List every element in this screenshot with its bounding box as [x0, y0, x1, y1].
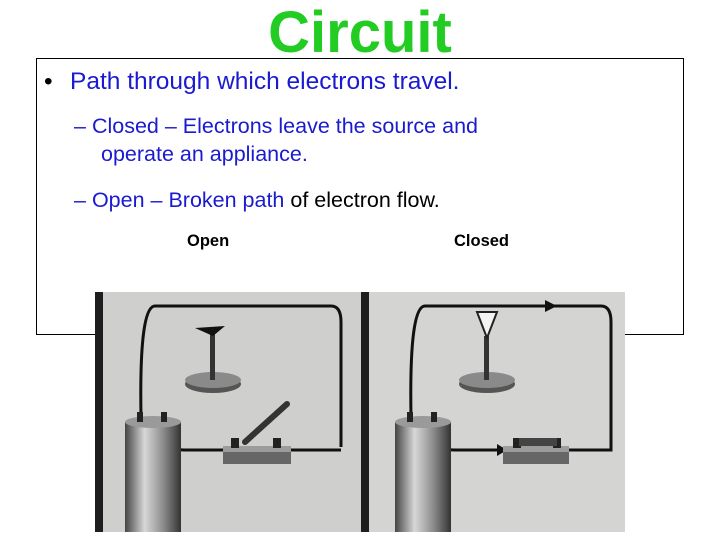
content-box	[36, 58, 684, 335]
sub-bullet-open: – Open – Broken path of electron flow.	[74, 186, 440, 214]
lamp-bulb-icon	[185, 326, 241, 393]
slide-title: Circuit	[268, 0, 452, 65]
open-desc-blue: Broken path	[168, 188, 285, 212]
battery-icon	[395, 412, 451, 532]
open-circuit	[125, 304, 343, 532]
flow-arrow-icon	[497, 444, 507, 456]
term-open: Open	[91, 188, 145, 212]
sub-bullet-closed: – Closed – Electrons leave the source an…	[74, 112, 674, 168]
lamp-bulb-icon	[459, 311, 515, 393]
bullet-dot-icon: •	[44, 68, 53, 95]
flow-arrow-icon	[545, 300, 557, 312]
closed-desc-b: operate an appliance.	[101, 142, 308, 166]
sub-sep: –	[158, 114, 183, 138]
sub-dash: –	[74, 188, 92, 212]
term-closed: Closed	[91, 114, 159, 138]
sub-dash: –	[74, 114, 92, 138]
label-closed: Closed	[454, 232, 510, 250]
knife-switch-icon	[503, 438, 569, 464]
bullet-text: Path through which electrons travel.	[70, 68, 460, 95]
sub-sep: –	[144, 188, 169, 212]
main-bullet: • Path through which electrons travel.	[44, 66, 460, 98]
label-open: Open	[187, 232, 230, 250]
battery-icon	[125, 412, 181, 532]
closed-circuit	[395, 300, 613, 532]
knife-switch-icon	[223, 401, 291, 464]
closed-desc-a: Electrons leave the source and	[182, 114, 478, 138]
circuit-photo	[95, 292, 625, 532]
open-desc-black: of electron flow.	[284, 188, 440, 212]
